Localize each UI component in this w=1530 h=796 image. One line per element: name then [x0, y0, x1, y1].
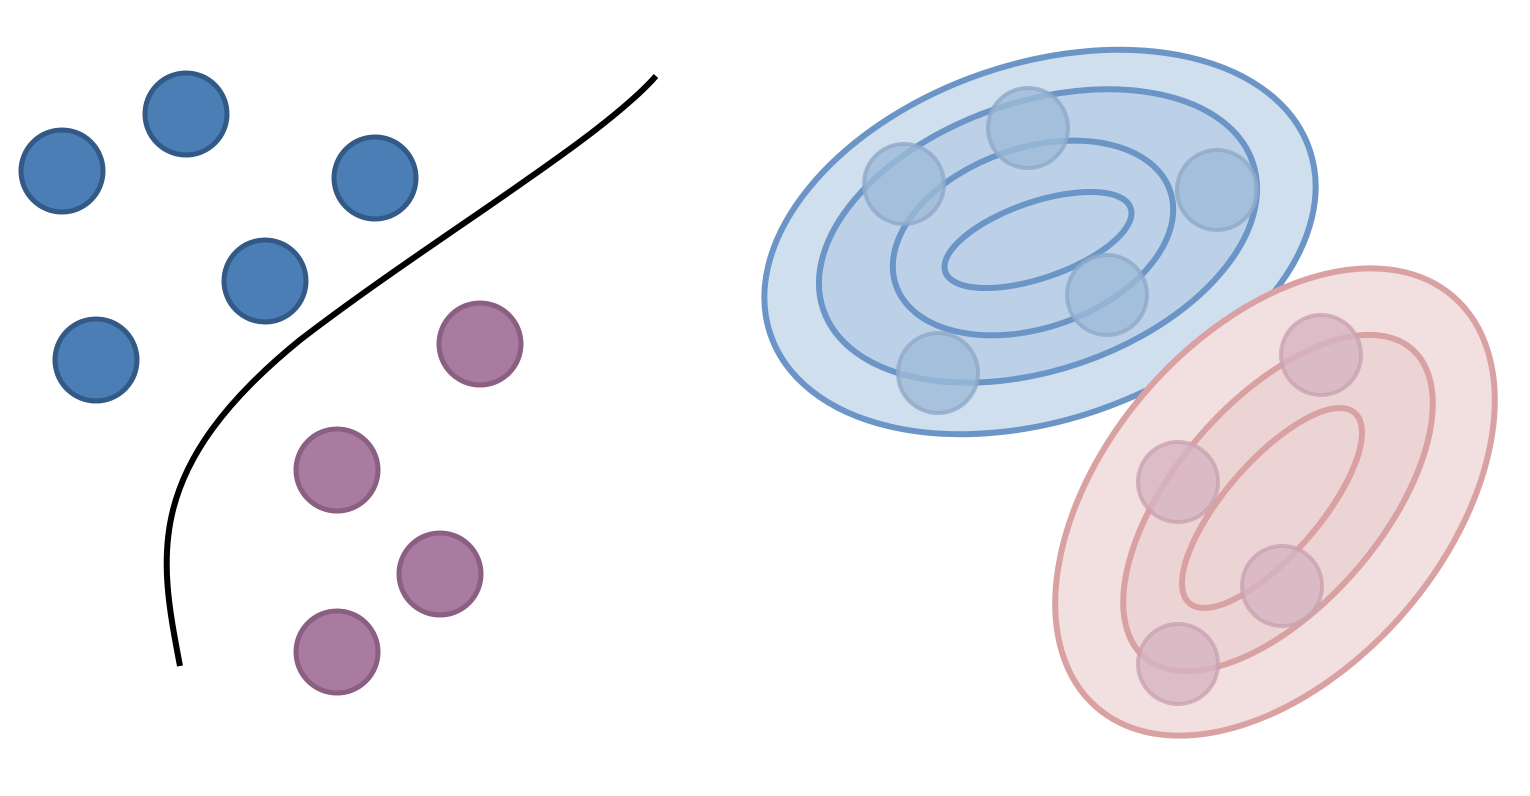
density-contour-ring — [941, 188, 1135, 292]
class-a-faded-points — [862, 86, 1259, 415]
class-a-point — [331, 134, 419, 222]
class-b-point — [396, 530, 484, 618]
class-a-faded-point — [862, 142, 946, 226]
left-panel-discriminative — [18, 70, 659, 696]
class-b-point — [293, 608, 381, 696]
class-b-points — [293, 300, 524, 696]
class-a-faded-point — [986, 86, 1070, 170]
class-b-density-contours — [1052, 265, 1498, 739]
class-b-faded-point — [1136, 622, 1220, 706]
density-contour-ring — [1179, 405, 1365, 611]
class-b-point — [293, 426, 381, 514]
class-b-point — [436, 300, 524, 388]
decision-boundary-curve — [163, 74, 659, 667]
class-a-faded-point — [1175, 148, 1259, 232]
class-a-point — [142, 70, 230, 158]
class-b-faded-point — [1279, 313, 1363, 397]
class-a-point — [221, 237, 309, 325]
class-a-faded-point — [896, 331, 980, 415]
class-a-points — [18, 70, 419, 404]
right-panel-generative — [761, 46, 1498, 739]
class-b-faded-point — [1240, 544, 1324, 628]
class-a-point — [52, 316, 140, 404]
class-a-faded-point — [1065, 253, 1149, 337]
class-a-point — [18, 127, 106, 215]
class-b-faded-points — [1136, 313, 1363, 706]
class-b-faded-point — [1136, 440, 1220, 524]
